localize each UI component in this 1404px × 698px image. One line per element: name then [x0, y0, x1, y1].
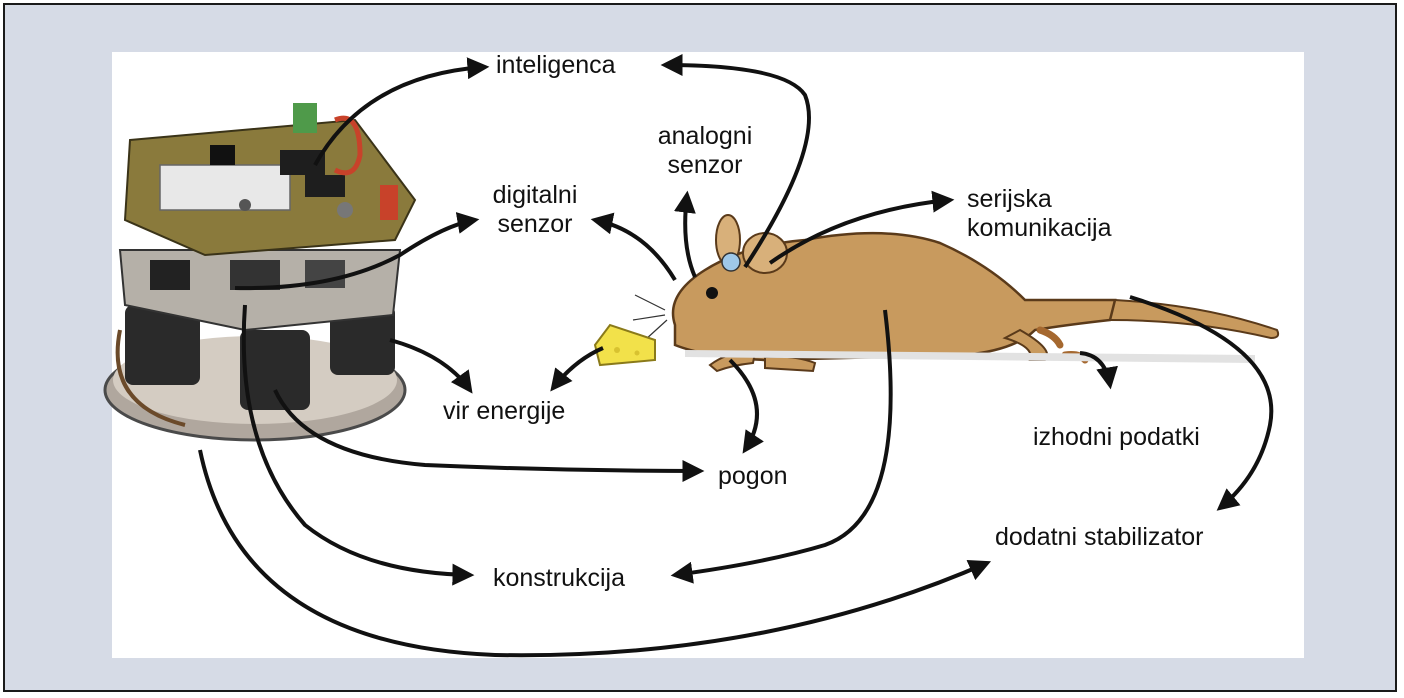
- label-analogni-line1: analogni: [650, 122, 760, 151]
- label-inteligenca: inteligenca: [496, 51, 616, 80]
- label-serijska-line1: serijska: [967, 185, 1112, 214]
- cheese-illustration: [595, 325, 655, 365]
- arrow-cheese-to-vir-energije: [553, 348, 603, 388]
- label-dodatni-stabilizator: dodatni stabilizator: [995, 523, 1203, 552]
- label-digitalni-senzor: digitalni senzor: [480, 181, 590, 239]
- label-digitalni-line1: digitalni: [480, 181, 590, 210]
- label-pogon: pogon: [718, 462, 788, 491]
- arrow-robot-to-dodatni-stabilizator: [200, 450, 987, 655]
- arrow-mouse-to-pogon: [730, 360, 757, 450]
- diagram-frame: inteligenca analogni senzor digitalni se…: [3, 3, 1397, 692]
- label-analogni-line2: senzor: [650, 151, 760, 180]
- mouse-illustration: [633, 215, 1278, 371]
- label-serijska-line2: komunikacija: [967, 214, 1112, 243]
- label-analogni-senzor: analogni senzor: [650, 122, 760, 180]
- label-konstrukcija: konstrukcija: [493, 564, 625, 593]
- label-digitalni-line2: senzor: [480, 210, 590, 239]
- arrow-to-analogni-senzor: [685, 195, 695, 277]
- diagram-art: [5, 5, 1395, 690]
- label-serijska-komunikacija: serijska komunikacija: [967, 185, 1112, 243]
- label-vir-energije: vir energije: [443, 397, 565, 426]
- robot-illustration: [105, 103, 415, 440]
- label-izhodni-podatki: izhodni podatki: [1033, 423, 1200, 452]
- arrow-mouse-to-digitalni-senzor: [595, 220, 675, 280]
